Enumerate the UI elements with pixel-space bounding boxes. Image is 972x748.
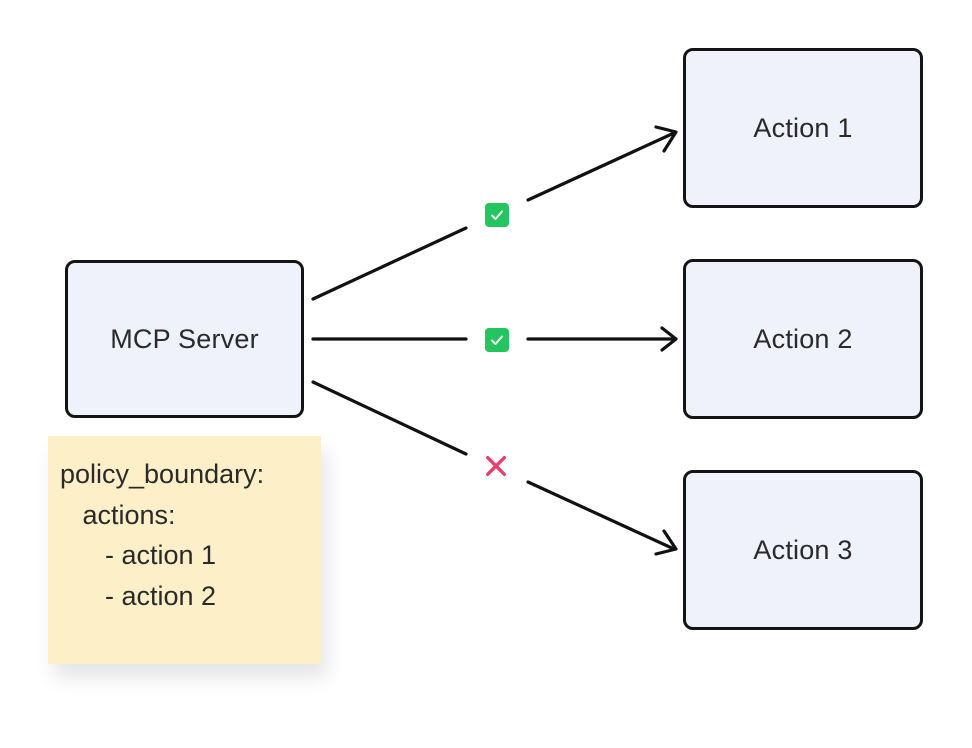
action-1-node: Action 1 xyxy=(683,48,923,208)
connector-action-3-segment-a xyxy=(311,380,468,456)
check-icon xyxy=(485,328,509,352)
action-3-node: Action 3 xyxy=(683,470,923,630)
arrowhead-action-1 xyxy=(654,125,678,153)
policy-line: actions: xyxy=(60,499,176,530)
action-2-node: Action 2 xyxy=(683,259,923,419)
action-1-label: Action 1 xyxy=(753,112,853,143)
action-2-label: Action 2 xyxy=(753,323,853,354)
policy-line: - action 1 xyxy=(60,540,217,570)
cross-icon xyxy=(484,454,508,478)
action-3-label: Action 3 xyxy=(753,534,853,565)
mcp-server-label: MCP Server xyxy=(110,323,259,354)
policy-note: policy_boundary: actions: - action 1 - a… xyxy=(48,436,321,664)
connector-action-1-segment-a xyxy=(311,226,468,301)
connector-action-3-segment-b xyxy=(526,480,676,551)
mcp-server-node: MCP Server xyxy=(65,260,304,418)
arrowhead-action-2 xyxy=(660,326,678,352)
connector-action-1-segment-b xyxy=(526,131,676,202)
check-icon xyxy=(485,203,509,227)
policy-line: - action 2 xyxy=(60,580,217,611)
arrowhead-action-3 xyxy=(654,529,678,556)
policy-line: policy_boundary: xyxy=(60,459,265,489)
